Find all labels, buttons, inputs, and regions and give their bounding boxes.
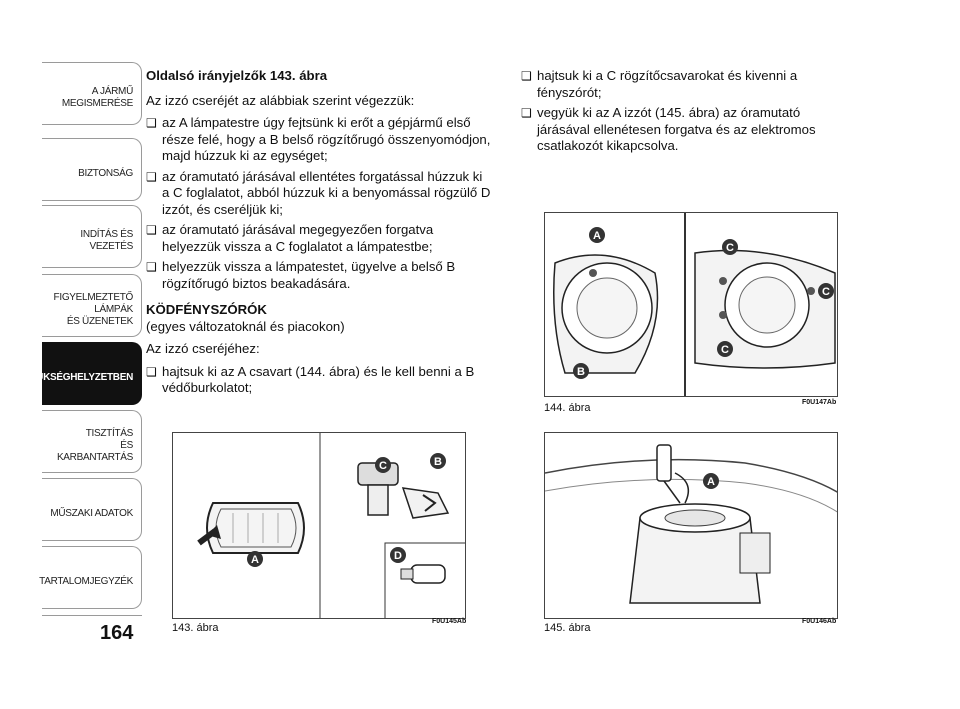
label-c: C xyxy=(375,457,391,473)
figure-143: A B C D xyxy=(172,432,466,619)
figure-145-caption: 145. ábra xyxy=(544,622,591,634)
list-item: vegyük ki az A izzót (145. ábra) az óram… xyxy=(521,105,851,155)
tab-tisztitas-es-karbantartas[interactable]: TISZTÍTÁS ÉS KARBANTARTÁS xyxy=(42,410,142,473)
label-c: C xyxy=(818,283,834,299)
svg-text:D: D xyxy=(394,550,402,562)
figure-145-code: F0U146Ab xyxy=(802,618,837,625)
svg-text:B: B xyxy=(434,456,442,468)
svg-text:A: A xyxy=(251,554,259,566)
label-b: B xyxy=(430,453,446,469)
tab-figyelmezteto-lampak[interactable]: FIGYELMEZTETŐ LÁMPÁK ÉS ÜZENETEK xyxy=(42,274,142,337)
fog-lamp-housing-left xyxy=(553,254,659,374)
column-left: Oldalsó irányjelzők 143. ábra Az izzó cs… xyxy=(146,68,491,401)
label-a: A xyxy=(589,227,605,243)
svg-text:C: C xyxy=(721,344,729,356)
svg-text:C: C xyxy=(822,286,830,298)
bulb-d xyxy=(400,564,446,584)
side-repeater-lamp xyxy=(206,502,305,554)
figure-144-caption: 144. ábra xyxy=(544,402,591,414)
figure-144-illustration: A B C C C xyxy=(553,213,836,396)
column-right: hajtsuk ki a C rögzítőcsavarokat és kive… xyxy=(521,68,851,159)
tab-a-jarmu-megismerese[interactable]: A JÁRMŰ MEGISMERÉSE xyxy=(42,62,142,125)
section-subtitle: (egyes változatoknál és piacokon) xyxy=(146,318,345,334)
label-c: C xyxy=(722,239,738,255)
tab-tartalomjegyzek[interactable]: TARTALOMJEGYZÉK xyxy=(39,546,142,609)
bumper-outline xyxy=(545,458,837,513)
section-intro: Az izzó cseréjéhez: xyxy=(146,341,260,356)
figure-144-code: F0U147Ab xyxy=(802,399,837,406)
label-a: A xyxy=(703,473,719,489)
push-arrow xyxy=(197,525,221,546)
figure-143-illustration: A B C D xyxy=(197,433,465,618)
list-item: helyezzük vissza a lámpatestet, ügyelve … xyxy=(146,259,491,292)
label-b: B xyxy=(573,363,589,379)
tab-szukseghelyzetben[interactable]: SZÜKSÉGHELYZETBEN xyxy=(24,342,142,405)
figure-145: A xyxy=(544,432,838,619)
tab-biztonsag[interactable]: BIZTONSÁG xyxy=(42,138,142,201)
label-d: D xyxy=(390,547,406,563)
socket-assembly xyxy=(357,462,450,519)
tab-inditas-es-vezetes[interactable]: INDÍTÁS ÉS VEZETÉS xyxy=(42,205,142,268)
section-heading-kodfenyszorok: KÖDFÉNYSZÓRÓK xyxy=(146,302,267,317)
svg-text:C: C xyxy=(379,460,387,472)
svg-text:B: B xyxy=(577,366,585,378)
section-heading-oldalso-iranyjelzok: Oldalsó irányjelzők 143. ábra xyxy=(146,68,328,83)
list-item: az óramutató járásával megegyezően forga… xyxy=(146,222,491,255)
figure-143-code: F0U145Ab xyxy=(432,618,467,625)
page-number: 164 xyxy=(100,622,134,644)
fog-lamp-housing-right xyxy=(694,249,836,369)
list-item: hajtsuk ki az A csavart (144. ábra) és l… xyxy=(146,364,491,397)
label-a: A xyxy=(247,551,263,567)
fog-lamp-unit xyxy=(629,503,771,604)
list-item: hajtsuk ki a C rögzítőcsavarokat és kive… xyxy=(521,68,851,101)
tab-muszaki-adatok[interactable]: MŰSZAKI ADATOK xyxy=(42,478,142,541)
figure-145-illustration: A xyxy=(545,444,837,604)
intro-text: Az izzó cseréjét az alábbiak szerint vég… xyxy=(146,92,415,108)
svg-text:A: A xyxy=(707,476,715,488)
sidebar-divider xyxy=(42,615,142,616)
svg-text:C: C xyxy=(726,242,734,254)
figure-144: A B C C C xyxy=(544,212,838,397)
figure-143-caption: 143. ábra xyxy=(172,622,219,634)
bulb-a xyxy=(656,444,690,504)
label-c: C xyxy=(717,341,733,357)
list-item: az A lámpatestre úgy fejtsünk ki erőt a … xyxy=(146,115,491,165)
list-item: az óramutató járásával ellentétes forgat… xyxy=(146,169,491,219)
svg-text:A: A xyxy=(593,230,601,242)
